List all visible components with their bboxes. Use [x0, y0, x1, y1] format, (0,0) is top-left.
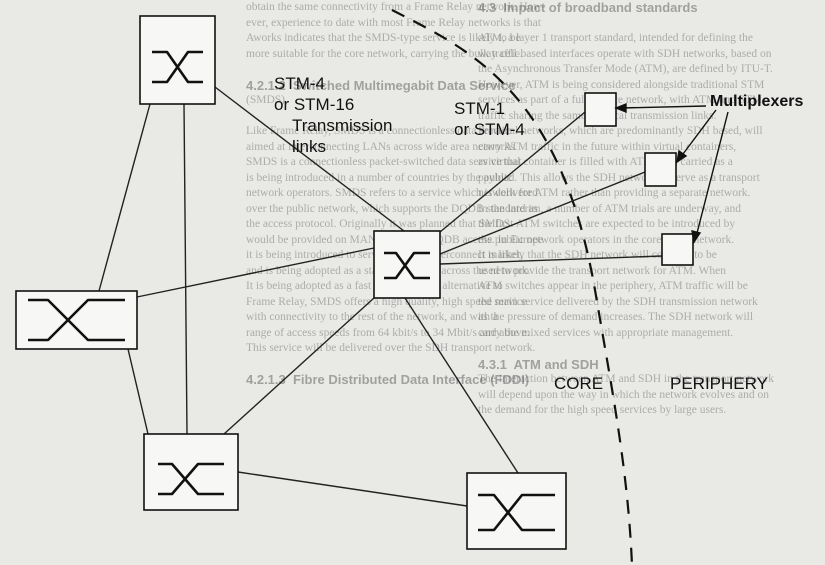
multiplexer-3	[661, 233, 694, 266]
background-text-line: 4.2.1.2 Switched Multimegabit Data Servi…	[246, 77, 516, 93]
background-text-line: used to provide the transport network fo…	[478, 264, 726, 277]
link-bottomleft-bottomright	[237, 471, 468, 507]
background-text-line: obtain the same connectivity from a Fram…	[246, 1, 546, 13]
background-text-line: aimed at interconnecting LANs across wid…	[246, 140, 518, 153]
link-center-bottomright	[404, 297, 519, 474]
stm-top-line-3: Transmission	[292, 116, 393, 135]
background-text-line: more suitable for the core network, carr…	[246, 47, 523, 60]
background-text-line: ever, experience to date with most Frame…	[246, 16, 541, 29]
background-text-line: the Asynchronous Transfer Mode (ATM), ar…	[478, 63, 773, 75]
background-text-line: In the interim, a number of ATM trials a…	[478, 202, 742, 215]
background-text-line: over the public network, which supports …	[246, 202, 538, 215]
background-text-line: (SMDS)	[246, 94, 285, 106]
background-text-line: network for ATM rather than providing a …	[478, 187, 751, 199]
background-text-line: Frame Relay, SMDS offers a high quality,…	[246, 295, 527, 308]
background-text-line: 4.3 Impact of broadband standards	[478, 0, 698, 15]
transmission-links	[98, 86, 663, 507]
multiplexer-2	[644, 152, 677, 187]
switch-bottom-left	[143, 433, 239, 511]
link-topleft-left	[98, 103, 151, 292]
multiplexer-1	[584, 92, 617, 127]
link-center-left	[136, 247, 375, 298]
background-text-line: the main service delivered by the SDH tr…	[478, 295, 758, 308]
link-center-mux2	[439, 171, 646, 255]
core-label: CORE	[554, 374, 604, 393]
link-center-mux1	[439, 111, 586, 233]
stm-top-line-4: links	[292, 137, 327, 156]
background-text-line: This service will be delivered over the …	[246, 342, 536, 354]
background-text-line: services as part of a full service netwo…	[478, 94, 763, 106]
stm-right-line-2: or STM-4	[454, 120, 525, 139]
background-text-line: Practical networks, which are predominan…	[478, 125, 763, 137]
background-text-line: with connectivity to the rest of the net…	[246, 311, 498, 323]
background-text-line: will depend upon the way in which the ne…	[478, 388, 769, 401]
background-text-line: 4.3.1 ATM and SDH	[478, 356, 599, 372]
stm-top-label: STM-4 or STM-16 Transmission links	[274, 73, 392, 157]
multiplexers-label: Multiplexers	[710, 93, 804, 110]
stm-top-line-1: STM-4	[274, 74, 325, 93]
periphery-label: PERIPHERY	[670, 374, 768, 393]
background-text-line: ATM switches appear in the periphery, AT…	[478, 280, 748, 292]
stm-right-label: STM-1 or STM-4	[454, 98, 525, 140]
background-text-line: range of access speeds from 64 kbit/s to…	[246, 326, 530, 339]
background-text-line: as the pressure of demand increases. The…	[478, 311, 754, 323]
background-text-line: carry ATM traffic in the future within v…	[478, 140, 737, 153]
crossover-icon	[28, 298, 125, 342]
background-text-line: However, ATM is being considered alongsi…	[478, 78, 765, 91]
switch-top-left	[139, 15, 216, 105]
crossover-icon	[158, 462, 224, 496]
background-text-line: carry the mixed services with appropriat…	[478, 326, 734, 339]
link-topleft-center	[214, 86, 405, 232]
background-text-line: network operators. SMDS refers to a serv…	[246, 187, 538, 199]
crossover-icon	[152, 50, 203, 84]
background-text-line: Aworks indicates that the SMDS-type serv…	[246, 32, 521, 44]
link-topleft-bottomleft	[183, 103, 188, 435]
crossover-icon	[384, 251, 430, 280]
stm-right-line-1: STM-1	[454, 99, 505, 118]
background-text-line: is being introduced in a number of count…	[246, 171, 513, 184]
link-center-bottomleft	[223, 297, 375, 435]
background-text-line: 4.2.1.3 Fibre Distributed Data Interface…	[246, 372, 530, 387]
background-text-line: way cell-based interfaces operate with S…	[478, 47, 772, 60]
crossover-icon	[478, 493, 555, 532]
background-text-line: ATM, a layer 1 transport standard, inten…	[478, 32, 753, 44]
stm-top-line-2: or STM-16	[274, 95, 355, 114]
background-text-line: the demand for the high speed services b…	[478, 404, 727, 416]
background-text-line: SMDS is a connectionless packet-switched…	[246, 156, 522, 168]
background-text-line: the public network operators in the core…	[478, 233, 735, 246]
switch-bottom-right	[466, 472, 567, 550]
link-center-mux3	[439, 255, 663, 265]
core-periphery-boundary	[391, 9, 634, 565]
multiplexer-pointer-arrows	[614, 102, 729, 244]
background-text-line: Like Frame Relay, SMDS is a connectionle…	[246, 125, 512, 137]
switch-left	[15, 290, 138, 350]
background-text-line: The interaction between ATM and SDH in t…	[478, 373, 775, 385]
link-left-bottomleft	[127, 348, 149, 435]
switch-center	[373, 230, 441, 299]
background-text-line: the access protocol. Originally it was p…	[246, 218, 511, 230]
background-text-line: the first ATM switches are expected to b…	[478, 218, 736, 230]
